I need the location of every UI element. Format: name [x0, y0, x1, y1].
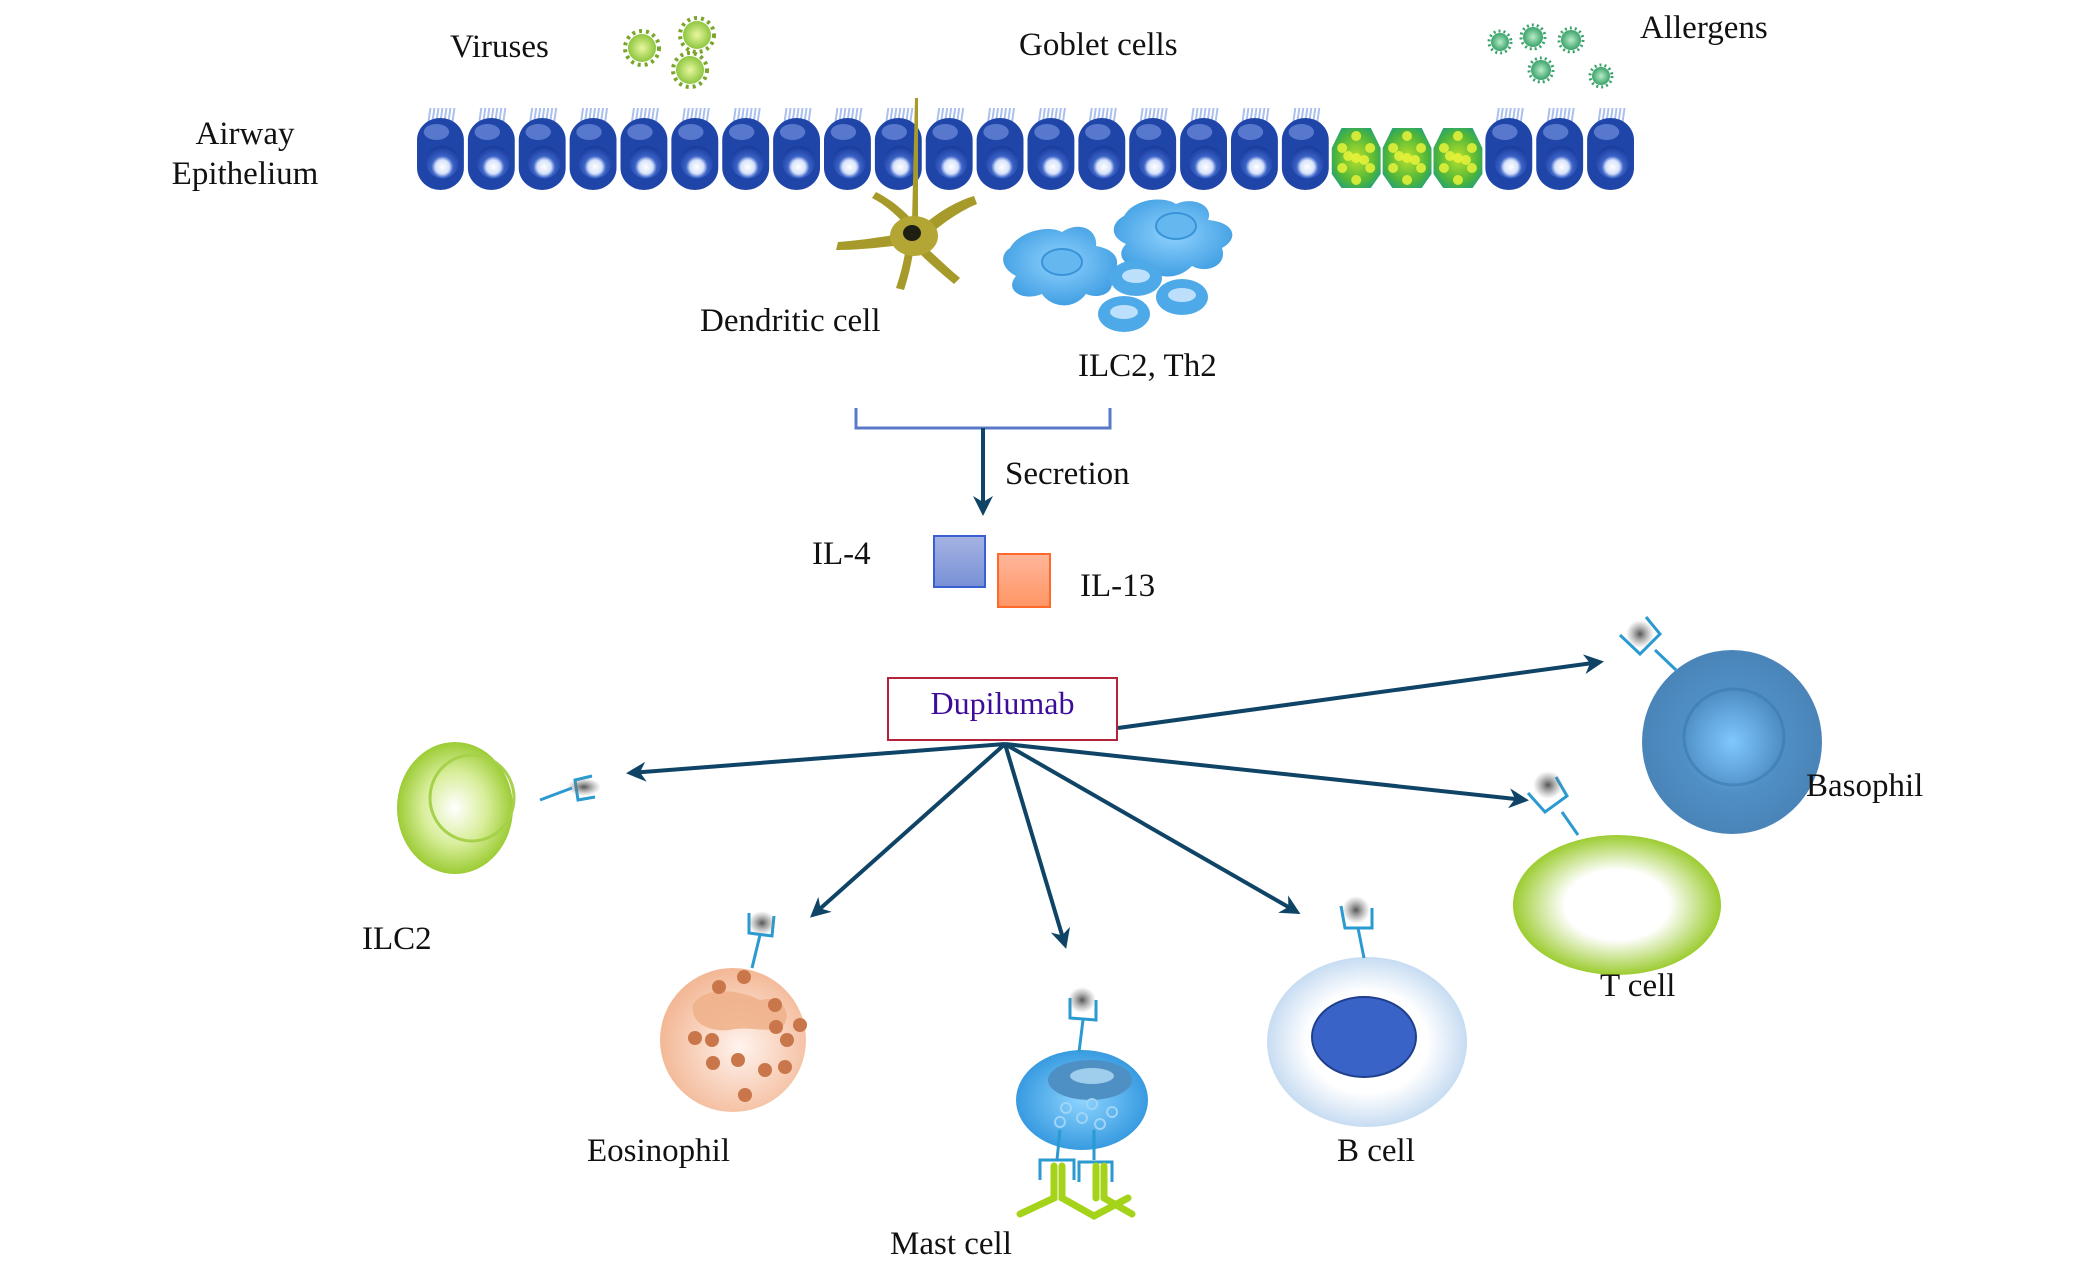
dupilumab-arrows: [626, 654, 1604, 949]
arrow-to-eosinophil: [810, 742, 1007, 918]
arrow-to-basophil: [1117, 654, 1604, 730]
dendritic-cell-label: Dendritic cell: [700, 303, 881, 339]
il13-cytokine-icon: [997, 553, 1051, 608]
ciliated-epithelial-cell-icon: [1536, 107, 1584, 190]
target-label-ilc2: ILC2: [362, 921, 432, 957]
il4-cytokine-icon: [933, 535, 986, 588]
arrow-to-ilc2: [626, 742, 1006, 782]
ilc2-th2-cells-icon: [1003, 199, 1233, 332]
ilc2-th2-label: ILC2, Th2: [1078, 348, 1217, 384]
ciliated-epithelial-cell-icon: [1027, 107, 1075, 190]
target-label-mast-cell: Mast cell: [890, 1226, 1012, 1262]
ciliated-epithelial-cell-icon: [671, 107, 719, 190]
target-label-t-cell: T cell: [1600, 968, 1676, 1004]
il13-label: IL-13: [1080, 568, 1156, 604]
ligand-icon: [748, 911, 776, 935]
ciliated-epithelial-cell-icon: [722, 107, 770, 190]
ige-antibody-icon: [1016, 1162, 1136, 1220]
allergen-icon: [1487, 29, 1513, 55]
ciliated-epithelial-cell-icon: [620, 107, 668, 190]
ligand-icon: [567, 778, 601, 796]
secretion-bracket: [854, 408, 1112, 516]
t-cell-icon: [1513, 771, 1721, 975]
ciliated-epithelial-cell-icon: [1587, 107, 1634, 190]
basophil-cell-icon: [1618, 616, 1822, 834]
airway-epithelium-label: Airway Epithelium: [165, 118, 325, 191]
dupilumab-box: Dupilumab: [887, 677, 1118, 741]
goblet-cell-icon: [1433, 128, 1483, 188]
mast-cell-icon: [1016, 987, 1148, 1220]
ciliated-epithelial-cell-icon: [1078, 107, 1126, 190]
allergen-icon-group: [1487, 23, 1614, 89]
il4-label: IL-4: [812, 536, 871, 572]
ciliated-epithelial-cell-icon: [1180, 107, 1227, 190]
ciliated-epithelial-cell-icon: [925, 107, 973, 190]
ciliated-epithelial-cell-icon: [518, 107, 566, 190]
goblet-cell-icon: [1331, 128, 1381, 188]
virus-icon: [678, 16, 716, 54]
ciliated-epithelial-cell-icon: [1129, 107, 1177, 190]
ciliated-epithelial-cell-icon: [824, 107, 871, 190]
eosinophil-cell-icon: [660, 911, 807, 1112]
ligand-icon: [1068, 987, 1096, 1013]
airway-epithelium-label-line1: Airway: [195, 116, 295, 152]
ciliated-epithelial-cell-icon: [467, 107, 515, 190]
arrow-to-b-cell: [1004, 742, 1301, 914]
target-label-eosinophil: Eosinophil: [587, 1133, 731, 1169]
allergens-label: Allergens: [1640, 10, 1768, 46]
ciliated-epithelial-cell-icon: [417, 107, 464, 190]
airway-epithelium-layer: [417, 107, 1634, 190]
dendritic-cell-icon: [836, 98, 977, 290]
ligand-icon: [1342, 896, 1370, 924]
goblet-cells-label: Goblet cells: [1019, 27, 1178, 63]
ciliated-epithelial-cell-icon: [1231, 107, 1278, 190]
secretion-label: Secretion: [1005, 456, 1130, 492]
ligand-icon: [1626, 620, 1654, 648]
viruses-label: Viruses: [450, 29, 549, 65]
allergen-icon: [1588, 63, 1614, 89]
arrow-to-t-cell: [1004, 742, 1529, 809]
ciliated-epithelial-cell-icon: [976, 107, 1024, 190]
goblet-cell-icon: [1382, 128, 1432, 188]
virus-icon: [671, 51, 709, 89]
dupilumab-label: Dupilumab: [930, 685, 1075, 721]
ilc2-cell-icon: [397, 742, 601, 874]
ciliated-epithelial-cell-icon: [874, 107, 922, 190]
b-cell-icon: [1267, 896, 1467, 1127]
target-label-b-cell: B cell: [1337, 1133, 1415, 1169]
virus-icon: [623, 29, 661, 67]
ciliated-epithelial-cell-icon: [569, 107, 617, 190]
arrow-to-mast-cell: [1003, 743, 1071, 949]
virus-icon-group: [623, 16, 716, 89]
allergen-icon: [1527, 56, 1555, 84]
target-label-basophil: Basophil: [1806, 768, 1924, 804]
allergen-icon: [1557, 26, 1585, 54]
airway-epithelium-label-line2: Epithelium: [171, 156, 319, 192]
ligand-icon: [1533, 771, 1563, 799]
ciliated-epithelial-cell-icon: [773, 107, 820, 190]
allergen-icon: [1519, 23, 1547, 51]
ciliated-epithelial-cell-icon: [1485, 107, 1533, 190]
ciliated-epithelial-cell-icon: [1281, 107, 1329, 190]
